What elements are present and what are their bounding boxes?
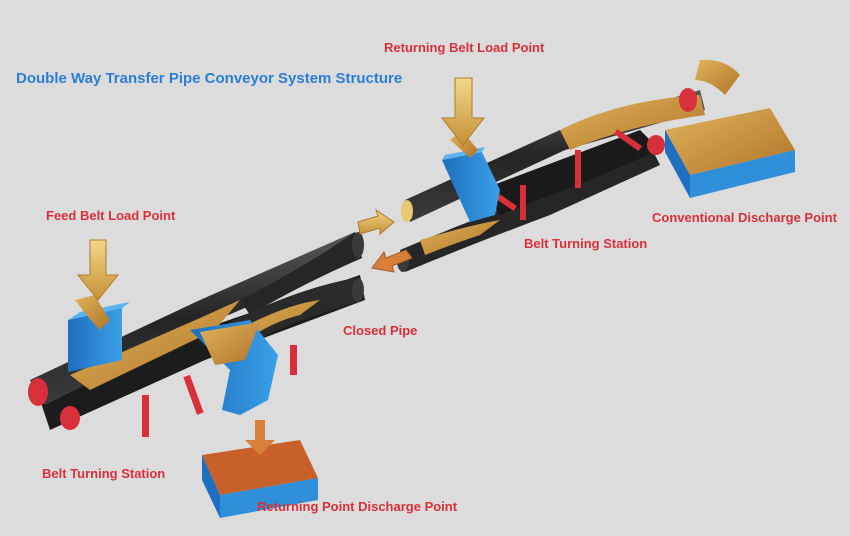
left-roller-1 bbox=[142, 395, 149, 437]
label-returning-belt-load-point: Returning Belt Load Point bbox=[384, 40, 545, 55]
feed-hopper-front bbox=[68, 308, 122, 372]
flow-arrow-right bbox=[357, 208, 395, 236]
conventional-bin-front bbox=[690, 150, 795, 198]
conventional-bin-left bbox=[665, 130, 690, 198]
left-turning-drum-lower bbox=[60, 406, 80, 430]
right-head-drum bbox=[679, 88, 697, 112]
label-conventional-discharge-point: Conventional Discharge Point bbox=[652, 210, 837, 225]
left-pipe-upper bbox=[240, 232, 362, 315]
right-upper-material bbox=[560, 95, 705, 150]
conventional-bin-material bbox=[665, 108, 795, 175]
right-lower-material bbox=[420, 220, 500, 255]
left-roller-2 bbox=[183, 374, 204, 415]
returning-bin-left bbox=[202, 455, 220, 518]
right-head-drum-lower bbox=[647, 135, 665, 155]
returning-bin-material bbox=[202, 440, 318, 495]
diagram-title: Double Way Transfer Pipe Conveyor System… bbox=[16, 70, 403, 87]
transfer-hopper-left bbox=[190, 320, 278, 415]
feed-arrow bbox=[76, 239, 120, 301]
right-upper-pipe-end bbox=[401, 200, 413, 222]
left-pipe-upper-end bbox=[352, 232, 364, 258]
returning-discharge-bin bbox=[202, 440, 318, 518]
left-turning-drum bbox=[28, 378, 48, 406]
feed-hopper-material bbox=[75, 295, 110, 330]
right-roller-4 bbox=[613, 128, 643, 152]
right-roller-1 bbox=[575, 150, 581, 188]
label-closed-pipe: Closed Pipe bbox=[343, 323, 418, 338]
conventional-discharge-bin bbox=[665, 59, 795, 198]
conventional-chute-material bbox=[695, 59, 740, 95]
label-belt-turning-station-right: Belt Turning Station bbox=[524, 236, 648, 251]
flow-arrow-left bbox=[371, 249, 413, 273]
returning-hopper-body bbox=[442, 152, 500, 222]
feed-hopper bbox=[68, 295, 130, 372]
label-returning-point-discharge-point: Returning Point Discharge Point bbox=[257, 499, 458, 514]
label-feed-belt-load-point: Feed Belt Load Point bbox=[46, 208, 176, 223]
left-roller-4 bbox=[290, 345, 297, 375]
returning-load-hopper bbox=[442, 130, 500, 222]
right-roller-2 bbox=[520, 185, 526, 220]
returning-discharge-arrow bbox=[245, 420, 275, 455]
left-pipe-lower-end bbox=[352, 278, 364, 302]
returning-load-arrow bbox=[440, 77, 486, 146]
left-belt-material bbox=[70, 300, 240, 390]
transfer-hopper-material bbox=[200, 322, 260, 365]
label-belt-turning-station-left: Belt Turning Station bbox=[42, 466, 166, 481]
returning-bin-front bbox=[220, 478, 318, 518]
